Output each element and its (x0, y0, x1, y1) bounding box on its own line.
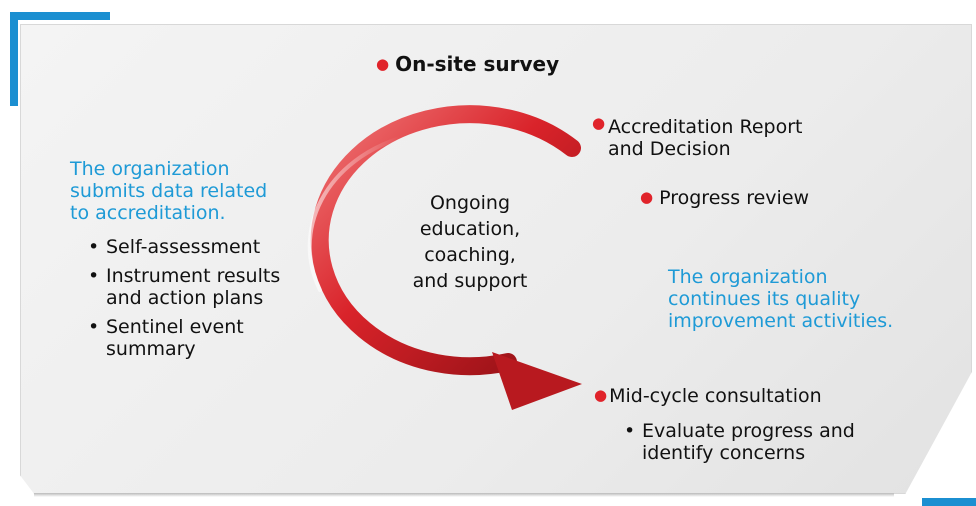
left-heading: The organization submits data related to… (70, 158, 267, 224)
background-card (20, 24, 972, 494)
bullet-line: Self-assessment (106, 236, 261, 258)
bullet-line: Sentinel event (106, 316, 244, 338)
right-heading-line: continues its quality (668, 288, 861, 310)
red-dot-icon: ● (640, 188, 654, 206)
corner-accent-top (10, 12, 110, 20)
bullet-self-assessment: Self-assessment (84, 236, 324, 258)
progress-review-item: ● Progress review (640, 186, 809, 209)
accreditation-report-item: ● Accreditation Report and Decision (592, 114, 803, 160)
left-heading-line: to accreditation. (70, 202, 226, 224)
center-line: Ongoing (429, 192, 511, 214)
bullet-line: summary (106, 338, 196, 360)
red-dot-icon: ● (592, 114, 606, 132)
center-line: and support (412, 270, 528, 292)
bullet-line: Evaluate progress and (642, 420, 855, 442)
right-heading-line: The organization (668, 266, 828, 288)
right-heading: The organization continues its quality i… (668, 266, 893, 332)
corner-accent-bottom (922, 498, 976, 506)
bullet-line: identify concerns (642, 442, 806, 464)
mid-cycle-label: Mid-cycle consultation (609, 385, 822, 407)
on-site-survey-item: ● On-site survey (376, 52, 559, 76)
report-line: Accreditation Report (608, 116, 803, 138)
bullet-line: Instrument results (106, 265, 281, 287)
progress-review-label: Progress review (659, 187, 810, 209)
center-line: education, (419, 218, 521, 240)
right-heading-line: improvement activities. (668, 310, 894, 332)
card-shadow (34, 493, 894, 497)
on-site-survey-label: On-site survey (395, 52, 560, 76)
bullet-line: and action plans (106, 287, 264, 309)
center-text: Ongoing education, coaching, and support (390, 190, 550, 294)
mid-cycle-consultation-item: ●Mid-cycle consultation (594, 384, 822, 407)
corner-accent-left (10, 12, 18, 106)
arrow-head (492, 352, 582, 410)
left-heading-line: The organization (70, 158, 230, 180)
red-dot-icon: ● (376, 55, 390, 73)
center-line: coaching, (424, 244, 516, 266)
left-heading-line: submits data related (70, 180, 268, 202)
red-dot-icon: ● (594, 386, 608, 404)
report-line: and Decision (608, 138, 731, 160)
arrow-ring (310, 105, 581, 376)
